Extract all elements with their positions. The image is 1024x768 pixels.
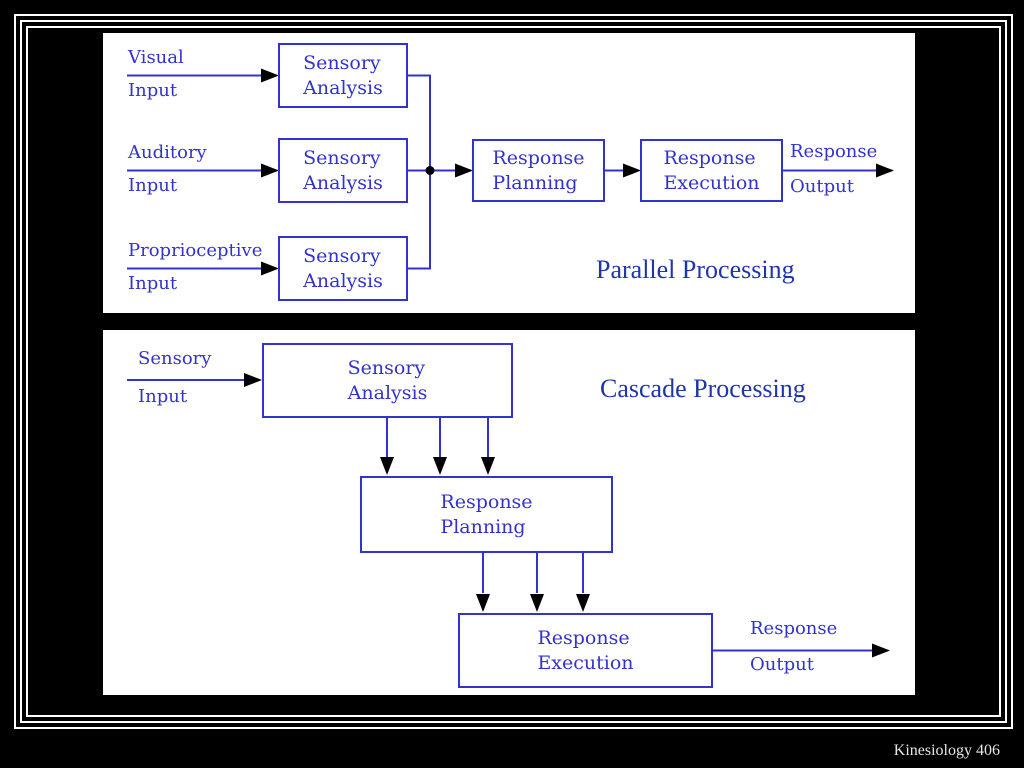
label-proprioceptive: Proprioceptive — [128, 240, 263, 261]
label-sensory: Sensory — [138, 348, 212, 369]
label-visual: Visual — [128, 47, 184, 68]
box-sensory-analysis-1: Sensory Analysis — [278, 43, 408, 108]
label-cascade-response-output-top: Response — [750, 618, 838, 639]
box-sensory-analysis-2-label: Sensory Analysis — [303, 147, 383, 194]
parallel-connector-lines — [127, 68, 894, 276]
title-cascade-processing: Cascade Processing — [600, 374, 806, 403]
label-auditory-input: Input — [128, 175, 178, 196]
box-response-planning-label: Response Planning — [492, 147, 585, 194]
box-sensory-analysis-3: Sensory Analysis — [278, 236, 408, 301]
junction-dot — [425, 166, 435, 175]
panel-parallel-processing: Visual Input Auditory Input Propriocepti… — [103, 33, 915, 313]
box-response-execution-label: Response Execution — [663, 147, 760, 194]
slide-frame-middle — [20, 20, 1007, 723]
label-cascade-response-output-bottom: Output — [750, 654, 814, 675]
slide-frame-outer — [14, 14, 1013, 729]
label-visual-input: Input — [128, 80, 178, 101]
footer-course-label: Kinesiology 406 — [893, 742, 1000, 759]
box-sensory-analysis-2: Sensory Analysis — [278, 138, 408, 203]
slide-frame-inner — [26, 26, 1001, 717]
box-response-execution: Response Execution — [640, 139, 783, 202]
box-cascade-response-execution-label: Response Execution — [537, 627, 634, 674]
label-auditory: Auditory — [128, 142, 207, 163]
label-response-output-bottom: Output — [790, 176, 854, 197]
box-cascade-response-planning-label: Response Planning — [440, 491, 533, 538]
title-parallel-processing: Parallel Processing — [596, 255, 795, 284]
box-response-planning: Response Planning — [472, 139, 605, 202]
cascade-connector-lines — [127, 373, 890, 658]
box-cascade-sensory-analysis: Sensory Analysis — [262, 343, 513, 418]
box-cascade-sensory-analysis-label: Sensory Analysis — [347, 357, 428, 404]
label-sensory-input: Input — [138, 386, 188, 407]
panel-cascade-processing: Sensory Input Sensory Analysis Response … — [103, 330, 915, 695]
box-cascade-response-execution: Response Execution — [458, 613, 713, 688]
label-proprioceptive-input: Input — [128, 273, 178, 294]
box-sensory-analysis-3-label: Sensory Analysis — [303, 245, 383, 292]
box-cascade-response-planning: Response Planning — [360, 476, 613, 553]
box-sensory-analysis-1-label: Sensory Analysis — [303, 52, 383, 99]
label-response-output-top: Response — [790, 141, 878, 162]
